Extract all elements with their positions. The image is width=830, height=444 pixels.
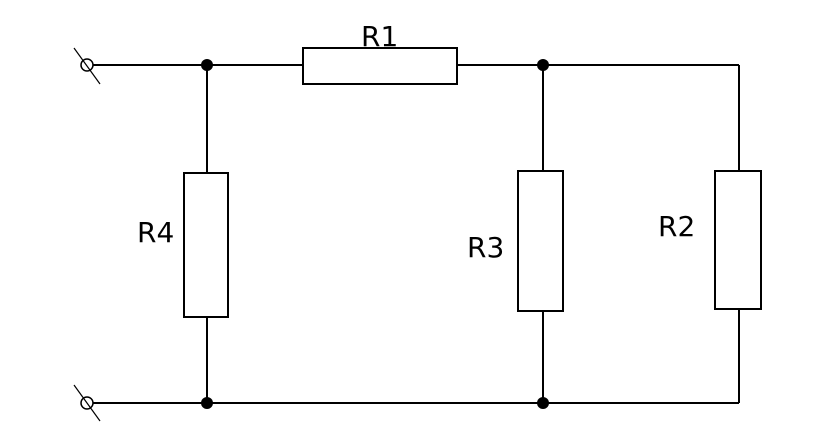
resistor-r1 [302,47,458,85]
junction-node-bottom-left [201,397,213,409]
label-r4: R4 [137,216,174,249]
terminal-bottom-slash [73,384,101,422]
label-r2: R2 [658,210,695,243]
resistor-r4 [183,172,229,318]
junction-node-top-left [201,59,213,71]
junction-node-top-right [537,59,549,71]
terminal-top-slash [73,47,101,85]
resistor-r3 [517,170,564,312]
label-r1: R1 [361,20,398,53]
label-r3: R3 [467,231,504,264]
resistor-r2 [714,170,762,310]
junction-node-bottom-right [537,397,549,409]
